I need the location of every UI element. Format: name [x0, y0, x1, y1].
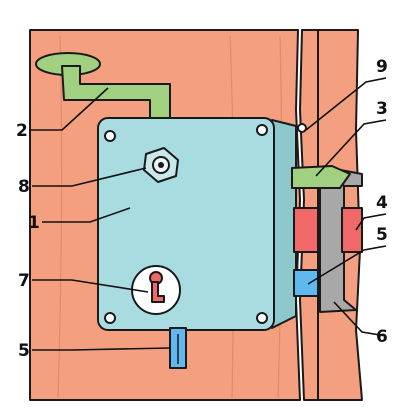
leader-7 [32, 279, 149, 293]
spindle-nut [143, 147, 179, 183]
callout-3: 3 [376, 99, 388, 119]
screw-top-right [256, 124, 268, 136]
nut-hole [158, 162, 164, 168]
lock-case-front [97, 117, 275, 331]
callout-5-bottom: 5 [18, 341, 30, 361]
leader-lines [30, 77, 387, 351]
callout-2: 2 [16, 121, 28, 141]
callout-4: 4 [376, 193, 388, 213]
screw-top-left [104, 130, 116, 142]
screw-bottom-left [104, 312, 116, 324]
latch-bar-shape [291, 165, 351, 189]
screw-bottom-right [256, 312, 268, 324]
leader-4 [355, 213, 387, 231]
latch-bolt [169, 269, 319, 369]
callout-labels: 1 2 3 4 5 5 6 7 8 9 [16, 57, 388, 361]
leader-3 [315, 119, 387, 177]
leader-6 [333, 301, 387, 337]
leader-5b [32, 347, 171, 351]
leader-5a [307, 245, 387, 285]
lock-body [97, 117, 297, 331]
callout-1: 1 [28, 213, 40, 233]
callout-9: 9 [376, 57, 388, 77]
callout-8: 8 [18, 177, 30, 197]
strike-plate-right [341, 207, 363, 253]
latch-bar [291, 165, 351, 189]
callout-5-right: 5 [376, 225, 388, 245]
latch-bolt-side [293, 269, 319, 297]
keyhole-slot [151, 281, 165, 303]
callout-6: 6 [376, 327, 388, 347]
leader-1 [42, 207, 131, 223]
leader-9 [305, 77, 387, 131]
strike-plate [293, 207, 363, 253]
lock-case-side [271, 119, 297, 329]
leader-2 [30, 87, 109, 131]
strike-plate-left [293, 207, 319, 253]
callout-7: 7 [18, 271, 30, 291]
leader-8 [32, 167, 147, 187]
frame-hole [297, 123, 307, 133]
